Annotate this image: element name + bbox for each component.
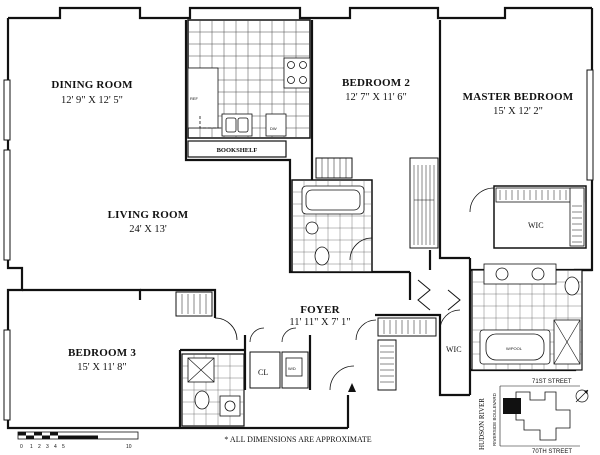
bedroom2-closets — [315, 157, 439, 249]
dw-label: DW — [270, 126, 277, 131]
hall-wic: WIC — [377, 309, 462, 391]
refrigerator — [187, 67, 219, 129]
living-room-dims: 24' X 13' — [129, 224, 167, 235]
foyer-name: FOYER — [300, 304, 340, 316]
cooktop — [283, 57, 311, 89]
scale-tick-5: 5 — [62, 444, 65, 450]
master-bath: W/POOL — [471, 263, 583, 371]
bedroom2-name: BEDROOM 2 — [342, 77, 410, 89]
hudson-river-label: HUDSON RIVER — [478, 398, 486, 450]
entry-doors — [329, 279, 461, 391]
double-vanity — [483, 263, 557, 285]
bedroom3-closet — [175, 291, 213, 317]
toilet-2 — [314, 246, 330, 266]
wic-master-label: WIC — [528, 221, 544, 230]
wd-label: W/D — [288, 366, 296, 371]
bathroom-3 — [181, 353, 245, 427]
bedroom3-dims: 15' X 11' 8" — [77, 362, 126, 373]
scale-tick-4: 4 — [54, 444, 57, 450]
scale-tick-3: 3 — [46, 444, 49, 450]
kitchen: REF DW — [187, 19, 311, 139]
bathroom-2 — [291, 179, 373, 273]
bedroom2-dims: 12' 7" X 11' 6" — [345, 92, 407, 103]
unit-location-marker — [503, 398, 521, 414]
washer-dryer — [285, 357, 303, 377]
north-arrow-icon — [575, 389, 589, 403]
toilet-3 — [194, 390, 210, 410]
bedroom3-name: BEDROOM 3 — [68, 347, 136, 359]
master-bedroom-dims: 15' X 12' 2" — [493, 106, 543, 117]
living-room-name: LIVING ROOM — [108, 209, 189, 221]
master-wic: WIC — [469, 185, 587, 249]
sink-2 — [305, 221, 319, 235]
wic-hall-label: WIC — [446, 345, 462, 354]
whirlpool-label: W/POOL — [506, 346, 523, 351]
ref-label: REF — [190, 96, 199, 101]
dishwasher — [265, 113, 287, 137]
70th-street-label: 70TH STREET — [532, 449, 572, 455]
building-footprint — [515, 391, 571, 441]
riverside-boulevard-label: RIVERSIDE BOULEVARD — [492, 392, 497, 446]
bookshelf — [187, 140, 287, 158]
scale-tick-1: 1 — [30, 444, 33, 450]
entry-arrow-icon — [348, 383, 356, 392]
71st-street-label: 71ST STREET — [532, 379, 572, 385]
dining-room-dims: 12' 9" X 12' 5" — [61, 95, 123, 106]
dimensions-note: * ALL DIMENSIONS ARE APPROXIMATE — [224, 435, 371, 444]
location-map: HUDSON RIVER RIVERSIDE BOULEVARD 71ST ST… — [478, 379, 589, 455]
closet-label: CL — [258, 368, 268, 377]
bookshelf-label: BOOKSHELF — [217, 147, 258, 154]
dining-room-name: DINING ROOM — [51, 79, 133, 91]
scale-tick-2: 2 — [38, 444, 41, 450]
scale-bar: 0 1 2 3 4 5 10 — [17, 431, 139, 450]
toilet-master — [564, 276, 580, 296]
scale-tick-0: 0 — [20, 444, 23, 450]
master-bedroom-name: MASTER BEDROOM — [463, 91, 574, 103]
foyer-closets: CL W/D — [214, 317, 309, 389]
scale-tick-10: 10 — [126, 444, 132, 450]
foyer-dims: 11' 11" X 7' 1" — [289, 317, 350, 328]
